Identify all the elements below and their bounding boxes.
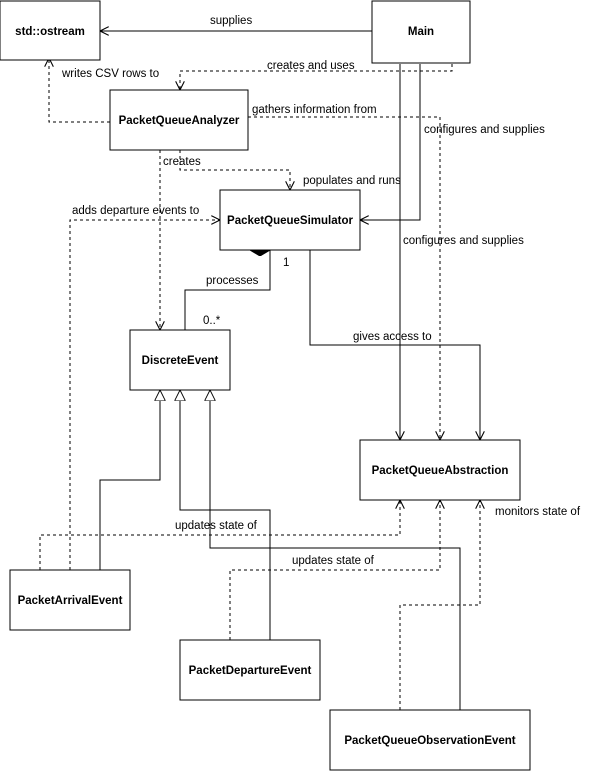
label-creates-and-uses: creates and uses (267, 60, 355, 72)
label-configures-supplies-top: configures and supplies (424, 124, 545, 136)
label-updates-state-departure: updates state of (292, 555, 375, 567)
edge-observation-monitors-abstraction (399, 500, 480, 710)
class-main[interactable]: Main (371, 0, 471, 64)
label-configures-supplies-mid: configures and supplies (403, 235, 524, 247)
class-departure-event[interactable]: PacketDepartureEvent (179, 639, 321, 701)
edge-simulator-gives-abstraction (309, 250, 480, 440)
class-simulator[interactable]: PacketQueueSimulator (219, 189, 361, 251)
label-multiplicity-many: 0..* (203, 315, 221, 327)
label-multiplicity-one: 1 (283, 257, 289, 269)
edge-departure-extends-event (180, 390, 271, 640)
edge-arrival-extends-event (99, 390, 160, 570)
class-arrival-event[interactable]: PacketArrivalEvent (9, 569, 131, 631)
class-main-label: Main (408, 26, 434, 38)
label-gathers-info: gathers information from (252, 104, 377, 116)
class-discrete-event-label: DiscreteEvent (142, 355, 219, 367)
class-discrete-event[interactable]: DiscreteEvent (129, 329, 231, 391)
class-arrival-event-label: PacketArrivalEvent (18, 595, 123, 607)
class-ostream[interactable]: std::ostream (0, 0, 101, 61)
class-analyzer[interactable]: PacketQueueAnalyzer (109, 89, 249, 151)
label-creates: creates (163, 156, 201, 168)
label-populates-runs: populates and runs (303, 175, 401, 187)
class-analyzer-label: PacketQueueAnalyzer (119, 115, 240, 127)
edge-observation-extends-event (210, 390, 461, 710)
label-supplies: supplies (210, 15, 252, 27)
label-processes: processes (206, 275, 259, 287)
edge-departure-updates-abstraction (229, 500, 440, 640)
edge-analyzer-writes-ostream (49, 58, 110, 123)
class-observation-event[interactable]: PacketQueueObservationEvent (329, 709, 531, 771)
edge-main-configures-simulator (360, 64, 421, 220)
class-abstraction[interactable]: PacketQueueAbstraction (359, 439, 521, 501)
class-departure-event-label: PacketDepartureEvent (189, 665, 312, 677)
edge-analyzer-gathers-abstraction (248, 116, 440, 440)
label-adds-departure: adds departure events to (72, 205, 199, 217)
label-gives-access: gives access to (353, 331, 432, 343)
edge-simulator-processes-event (184, 250, 271, 330)
label-monitors-state: monitors state of (495, 506, 581, 518)
label-writes-csv: writes CSV rows to (61, 68, 159, 80)
class-ostream-label: std::ostream (15, 26, 85, 38)
class-abstraction-label: PacketQueueAbstraction (372, 465, 509, 477)
class-observation-event-label: PacketQueueObservationEvent (344, 735, 515, 747)
label-updates-state-arrival: updates state of (175, 520, 258, 532)
class-simulator-label: PacketQueueSimulator (227, 215, 353, 227)
edge-analyzer-creates-simulator (179, 150, 290, 190)
edge-main-creates-analyzer (180, 64, 453, 90)
edge-arrival-adds-simulator (69, 220, 220, 570)
